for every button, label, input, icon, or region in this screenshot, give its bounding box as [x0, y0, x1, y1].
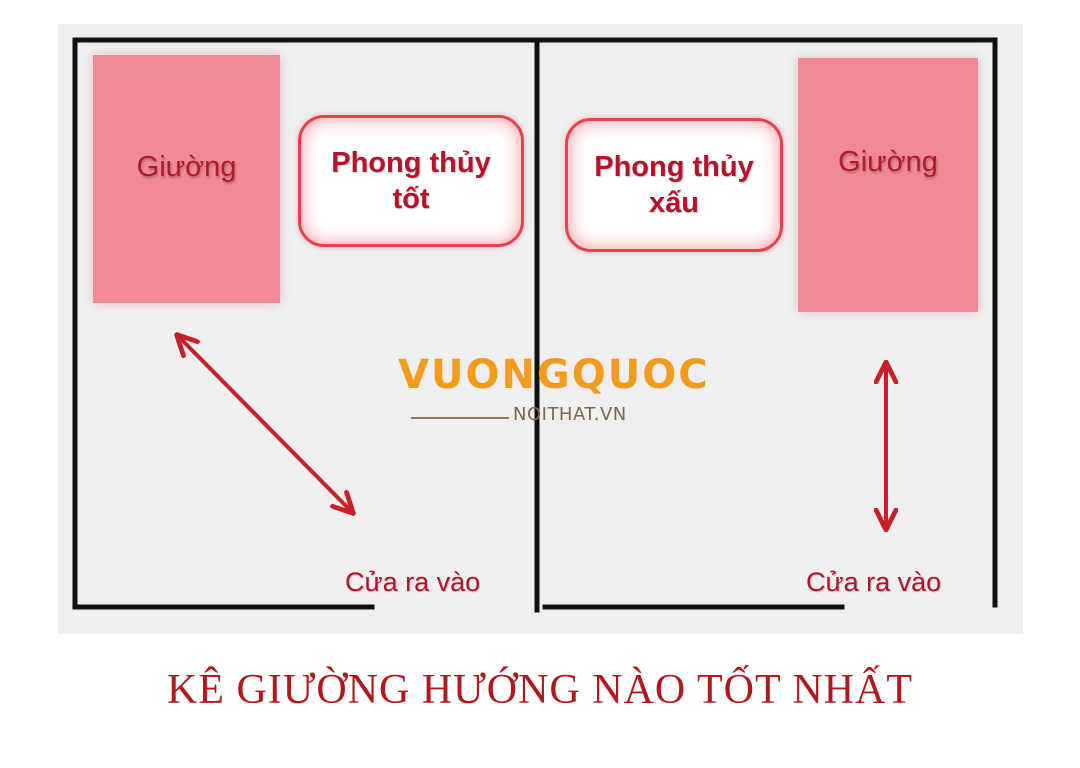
left-bed-label: Giường: [136, 151, 237, 183]
right-bed: Giường: [798, 58, 978, 312]
page-caption: KÊ GIƯỜNG HƯỚNG NÀO TỐT NHẤT: [166, 667, 914, 713]
left-door-label: Cửa ra vào: [345, 567, 481, 597]
bad-feng-shui-label: Phong thủy xấu: [594, 150, 754, 219]
watermark-logo: VUONGQUOC: [398, 352, 710, 398]
good-feng-shui-note: Phong thủy tốt: [298, 115, 524, 247]
left-bed: Giường: [93, 55, 280, 303]
good-feng-shui-label: Phong thủy tốt: [331, 146, 491, 215]
bad-feng-shui-note: Phong thủy xấu: [565, 118, 783, 252]
watermark-divider: [411, 417, 509, 419]
diagonal-double-arrow-icon: [178, 336, 352, 512]
watermark-domain: NOITHAT.VN: [513, 404, 627, 425]
right-room-walls: [534, 37, 998, 610]
right-bed-label: Giường: [838, 146, 938, 178]
right-door-label: Cửa ra vào: [806, 567, 942, 597]
left-room-walls: [72, 37, 540, 613]
